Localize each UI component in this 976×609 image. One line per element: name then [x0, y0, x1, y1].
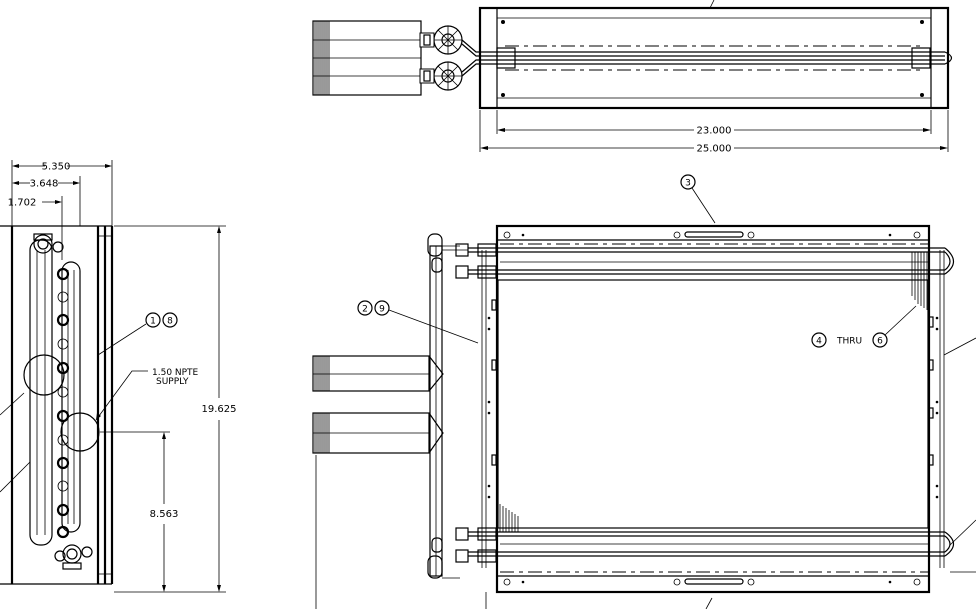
balloon-6-label: 6 — [877, 337, 883, 347]
balloon-2-label: 2 — [362, 305, 368, 315]
header-fitting-bottom — [427, 527, 497, 579]
dim-3-648: 3.648 — [30, 179, 59, 190]
supply-note-line2: SUPPLY — [156, 377, 189, 387]
balloon-8-label: 8 — [167, 317, 173, 327]
balloon-9-label: 9 — [379, 305, 385, 315]
supply-note-line1: 1.50 NPTE — [152, 368, 199, 378]
header-fitting-top — [427, 233, 497, 279]
dim-25-000: 25.000 — [697, 144, 732, 155]
side-fitting-top — [33, 233, 64, 254]
pipe-thread-top — [314, 21, 330, 95]
balloon-8 — [162, 312, 178, 328]
fin-hatch-left — [499, 504, 519, 532]
pipe-stub-upper — [312, 355, 444, 392]
balloon-1 — [145, 312, 161, 328]
balloon-3-label: 3 — [685, 179, 691, 189]
thru-note: THRU — [836, 337, 862, 347]
valve-upper — [419, 25, 463, 55]
top-view: 23.000 25.000 — [312, 0, 953, 155]
balloon-4 — [811, 332, 827, 348]
dim-19-625: 19.625 — [202, 404, 237, 415]
fin-hatch-right — [911, 252, 928, 310]
front-view: 3 2 9 4 THRU 6 — [312, 174, 976, 609]
side-fitting-bottom — [54, 544, 93, 570]
balloon-9 — [374, 300, 390, 316]
dim-1-702: 1.702 — [8, 198, 37, 209]
dim-23-000: 23.000 — [697, 126, 732, 137]
pipe-stub-lower — [312, 412, 444, 454]
balloon-6 — [872, 332, 888, 348]
dim-8-563: 8.563 — [150, 509, 179, 520]
return-connection-circle — [23, 354, 65, 396]
tube-circles — [56, 267, 70, 539]
balloon-2 — [357, 300, 373, 316]
supply-connection-circle — [60, 412, 100, 452]
balloon-3 — [680, 174, 696, 190]
balloon-1-label: 1 — [150, 317, 156, 327]
side-holes — [487, 316, 939, 499]
dim-5-350: 5.350 — [42, 162, 71, 173]
side-view: 5.350 3.648 1.702 19.625 8.563 1.50 NPTE… — [0, 160, 237, 593]
balloon-4-label: 4 — [816, 337, 822, 347]
valve-lower — [419, 61, 463, 91]
